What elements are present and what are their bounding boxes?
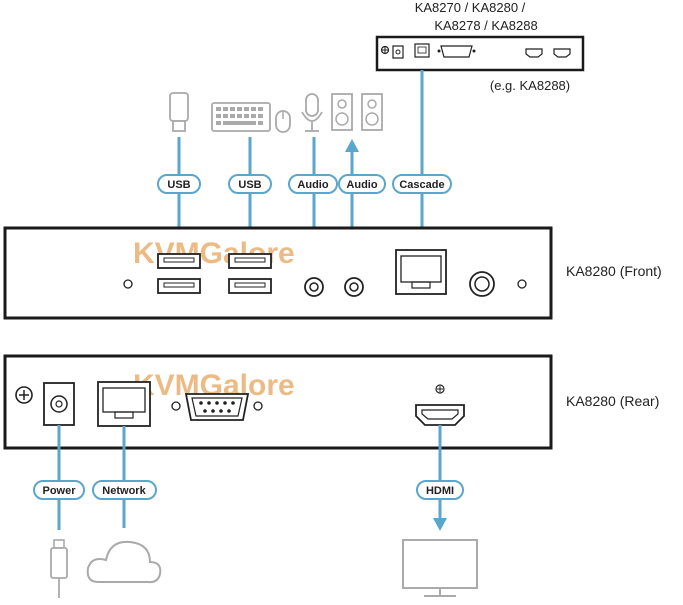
microphone-icon (301, 93, 323, 132)
arrow-down-icon (433, 518, 447, 531)
front-unit-label: KA8280 (Front) (566, 263, 662, 279)
serial-port-icon (171, 393, 263, 421)
ground-screw-icon (380, 45, 390, 55)
power-label: Power (33, 480, 85, 500)
ground-screw-icon (15, 386, 33, 404)
audio-jack-icon (344, 277, 364, 297)
svg-text:USB: USB (167, 179, 190, 191)
round-button-icon (469, 271, 495, 297)
svg-text:Audio: Audio (346, 179, 377, 191)
screw-hole-icon (123, 279, 133, 289)
rear-unit-label: KA8280 (Rear) (566, 393, 659, 409)
audio-jack-icon (304, 277, 324, 297)
front-unit-panel: KVMGalore (3, 226, 553, 320)
svg-text:Audio: Audio (297, 179, 328, 191)
hdmi-port-icon (415, 384, 465, 426)
screw-hole-icon (517, 279, 527, 289)
rj45-port-icon (414, 43, 430, 58)
power-jack-icon (392, 45, 404, 59)
top-device-models-line2: KA8278 / KA8288 (434, 18, 537, 33)
hdmi-port-icon (553, 48, 571, 58)
keyboard-icon (211, 102, 271, 132)
svg-text:Network: Network (102, 485, 146, 497)
audio-label-speaker: Audio (338, 174, 386, 194)
serial-port-icon (440, 45, 473, 58)
network-label: Network (92, 480, 157, 500)
svg-text:Cascade: Cascade (399, 179, 444, 191)
usb-port-stack-icon (228, 253, 272, 294)
usb-label-1: USB (157, 174, 201, 194)
speakers-icon (331, 93, 383, 131)
power-plug-icon (50, 539, 68, 598)
usb-flash-drive-icon (169, 92, 189, 132)
top-device-example: (e.g. KA8288) (490, 78, 570, 93)
monitor-icon (402, 539, 478, 597)
rear-connection-lines (57, 425, 442, 530)
mouse-icon (275, 110, 291, 133)
hdmi-label: HDMI (416, 480, 464, 500)
cloud-icon (86, 540, 162, 584)
power-jack-icon (43, 382, 75, 426)
cascade-label: Cascade (392, 174, 452, 194)
usb-label-2: USB (228, 174, 272, 194)
svg-text:HDMI: HDMI (426, 485, 454, 497)
rj45-port-icon (395, 249, 447, 295)
top-device-panel (375, 35, 585, 72)
svg-text:Power: Power (42, 485, 76, 497)
hdmi-port-icon (525, 48, 543, 58)
rear-unit-panel: KVMGalore (3, 354, 553, 450)
usb-port-stack-icon (157, 253, 201, 294)
top-device-models-line1: KA8270 / KA8280 / (415, 0, 526, 15)
audio-label-mic: Audio (288, 174, 338, 194)
rj45-port-icon (97, 381, 151, 427)
arrow-up-icon (345, 139, 359, 152)
svg-text:USB: USB (238, 179, 261, 191)
